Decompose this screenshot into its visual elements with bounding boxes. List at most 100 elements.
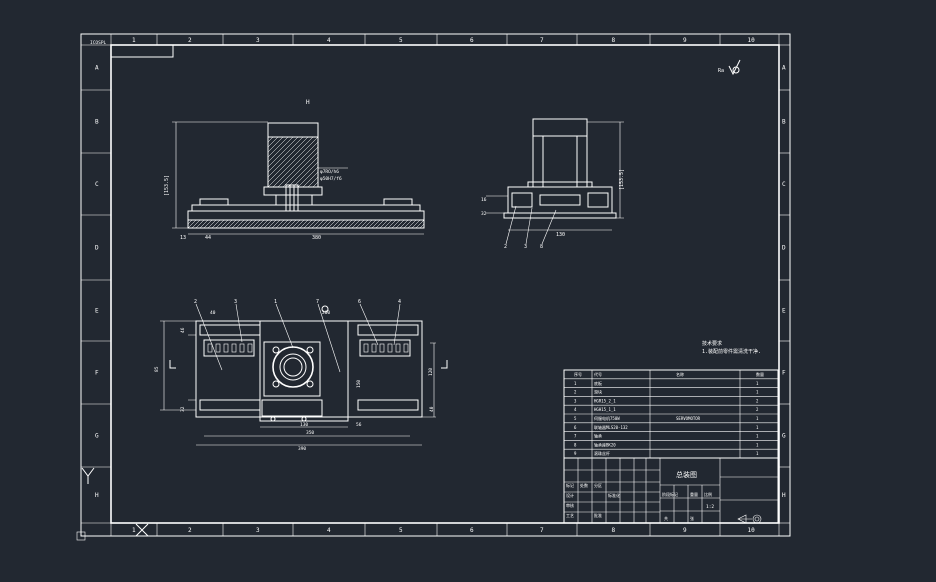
hatch-line [263, 220, 273, 228]
bom-cell: 轴承座BK20 [594, 441, 616, 447]
hatch-line [215, 220, 225, 228]
zone-row-letter: D [782, 245, 786, 252]
bom-cell: SERVOMOTOR [676, 416, 701, 421]
svg-text:分区: 分区 [594, 482, 602, 488]
zone-row-letter: E [782, 308, 786, 315]
svg-text:200: 200 [322, 310, 330, 316]
svg-text:设计: 设计 [566, 492, 574, 498]
svg-text:1.装配前零件需清洗干净.: 1.装配前零件需清洗干净. [702, 348, 761, 355]
hatch-line [203, 220, 213, 228]
hatch-line [339, 220, 349, 228]
drawing-frame [76, 33, 791, 541]
zone-row-letter: D [95, 245, 99, 252]
svg-text:重量: 重量 [690, 491, 698, 497]
leader-line [195, 303, 223, 371]
svg-text:44: 44 [205, 235, 211, 241]
zone-row-letter: C [95, 181, 99, 188]
zone-column-number: 5 [399, 527, 403, 534]
zone-column-number: 7 [540, 527, 544, 534]
hatch-line [287, 156, 318, 187]
leader-line [359, 303, 379, 346]
hatch-line [403, 220, 413, 228]
hatch-line [383, 220, 393, 228]
zone-row-letter: H [95, 492, 99, 499]
svg-text:Ra: Ra [718, 68, 724, 74]
zone-row-letter: H [782, 492, 786, 499]
hatch-line [268, 137, 314, 183]
hatch-line [379, 220, 389, 228]
top-view: 85 46 32 390 350 130 120 40 200 150 56 4… [154, 299, 448, 452]
svg-text:处数: 处数 [580, 482, 588, 488]
hatch-line [231, 220, 241, 228]
hatch-line [407, 220, 417, 228]
zone-row-letter: A [782, 65, 786, 72]
hatch-line [207, 220, 217, 228]
hatch-line [271, 220, 281, 228]
bom-cell: 3 [574, 398, 577, 403]
svg-text:120: 120 [428, 368, 434, 376]
roughness-symbol: Ra [718, 59, 741, 76]
hatch-line [367, 220, 377, 228]
hatch-line [268, 137, 309, 178]
hatch-line [211, 220, 221, 228]
bom-cell: HGR15_2_1 [594, 398, 616, 403]
hatch-line [268, 137, 279, 148]
hatch-line [268, 137, 269, 138]
hatch-line [268, 137, 304, 173]
hatch-line [259, 220, 269, 228]
hatch-line [315, 220, 325, 228]
hatch-line [223, 220, 233, 228]
cross-icon [135, 523, 149, 537]
svg-text:16: 16 [481, 197, 487, 203]
hatch-line [188, 220, 197, 228]
bom-cell: 8 [574, 442, 577, 447]
zone-row-letter: F [95, 370, 99, 377]
hatch-line [235, 220, 245, 228]
sheet-corner-code: ICOSPL [90, 40, 107, 46]
leader-number: 4 [398, 299, 401, 305]
rail-hole [395, 343, 401, 353]
svg-text:[153.5]: [153.5] [164, 175, 170, 196]
hatch-line [347, 220, 357, 228]
bom-cell: 滚珠丝杆 [594, 450, 610, 456]
title-block: 总装图 标记 处数 分区 设计 标准化 阶段标记 重量 比例 审核 工艺 批准 … [563, 457, 779, 524]
svg-text:130: 130 [556, 232, 565, 238]
zone-row-letter: F [782, 370, 786, 377]
hatch-line [343, 220, 353, 228]
hatch-line [247, 220, 257, 228]
leader-number: 2 [504, 244, 507, 250]
hatch-line [227, 220, 237, 228]
svg-text:32: 32 [481, 211, 487, 217]
hatch-line [359, 220, 369, 228]
bom-cell: 7 [574, 434, 577, 439]
bom-cell: 代号 [594, 371, 602, 377]
hatch-line [292, 161, 318, 187]
hatch-line [323, 220, 333, 228]
bom-cell: 序号 [574, 371, 582, 377]
hatch-line [191, 220, 201, 228]
bom-cell: 2 [574, 390, 577, 395]
hatch-line [331, 220, 341, 228]
hatch-line [291, 220, 301, 228]
hatch-line [391, 220, 401, 228]
svg-text:标记: 标记 [566, 482, 574, 488]
rail-hole [247, 343, 253, 353]
hatch-line [311, 220, 321, 228]
hatch-line [387, 220, 397, 228]
svg-text:φ7RO/h6: φ7RO/h6 [320, 169, 339, 175]
rail-hole [239, 343, 245, 353]
hatch-line [219, 220, 229, 228]
hatch-line [399, 220, 409, 228]
hatch-line [188, 220, 189, 221]
technical-notes: 技术要求 1.装配前零件需清洗干净. [702, 340, 761, 355]
zone-column-number: 1 [132, 527, 136, 534]
bom-cell: 名称 [676, 371, 684, 377]
svg-text:390: 390 [298, 446, 306, 452]
svg-text:1:2: 1:2 [706, 504, 714, 510]
leader-number: 8 [540, 244, 543, 250]
